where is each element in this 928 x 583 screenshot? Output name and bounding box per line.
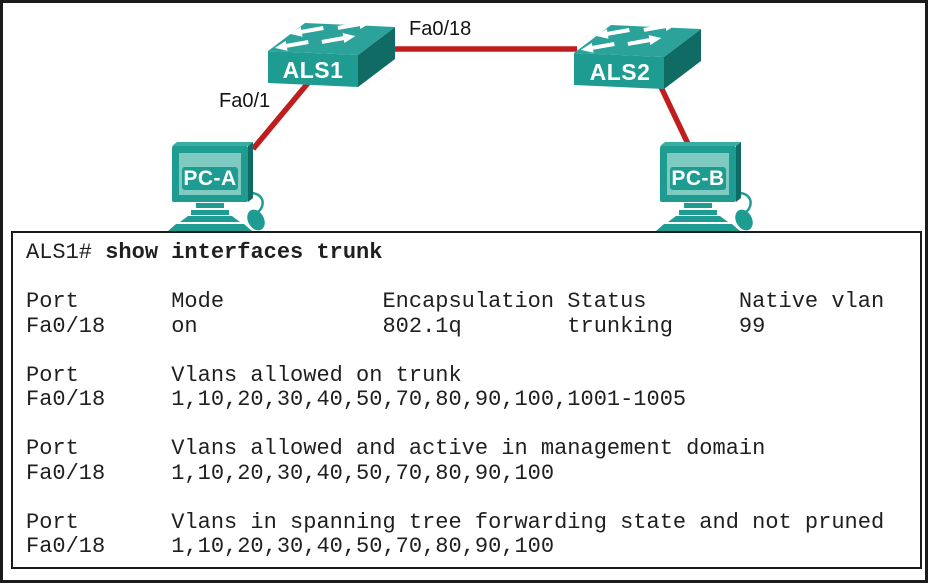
cli-output: ALS1# show interfaces trunk Port Mode En… [26,240,920,560]
switch-arrow-icon [321,33,356,44]
mouse-icon [735,209,753,231]
switch-arrow-icon [289,26,324,37]
pc-label-pca: PC-A [183,167,237,190]
pc-icon-pcb [656,142,753,231]
switch-arrow-icon [643,21,678,32]
switch-arrow-icon [595,28,630,39]
mouse-icon [247,209,265,231]
switch-label-als2: ALS2 [589,59,651,85]
terminal-output-panel: ALS1# show interfaces trunk Port Mode En… [11,231,922,569]
pc-label-pcb: PC-B [671,167,725,190]
cli-prompt: ALS1# [26,240,106,265]
network-links [250,46,692,151]
port-label-fa0-18: Fa0/18 [409,18,472,40]
switch-arrow-icon [274,40,309,51]
pc-icon-pca [168,142,265,231]
keyboard-icon [180,216,240,222]
switch-icon-als1 [268,19,395,87]
link-als1-pca [250,81,311,151]
port-label-fa0-1: Fa0/1 [219,90,271,112]
cli-command: show interfaces trunk [105,240,383,265]
switch-arrow-icon [627,35,662,46]
link-als2-pcb [657,83,692,148]
cli-body: Port Mode Encapsulation Status Native vl… [26,289,885,559]
switch-label-als1: ALS1 [282,57,344,83]
keyboard-icon [668,216,728,222]
switch-icon-als2 [574,21,701,89]
switch-arrow-icon [580,42,615,53]
switch-arrow-icon [337,19,372,30]
